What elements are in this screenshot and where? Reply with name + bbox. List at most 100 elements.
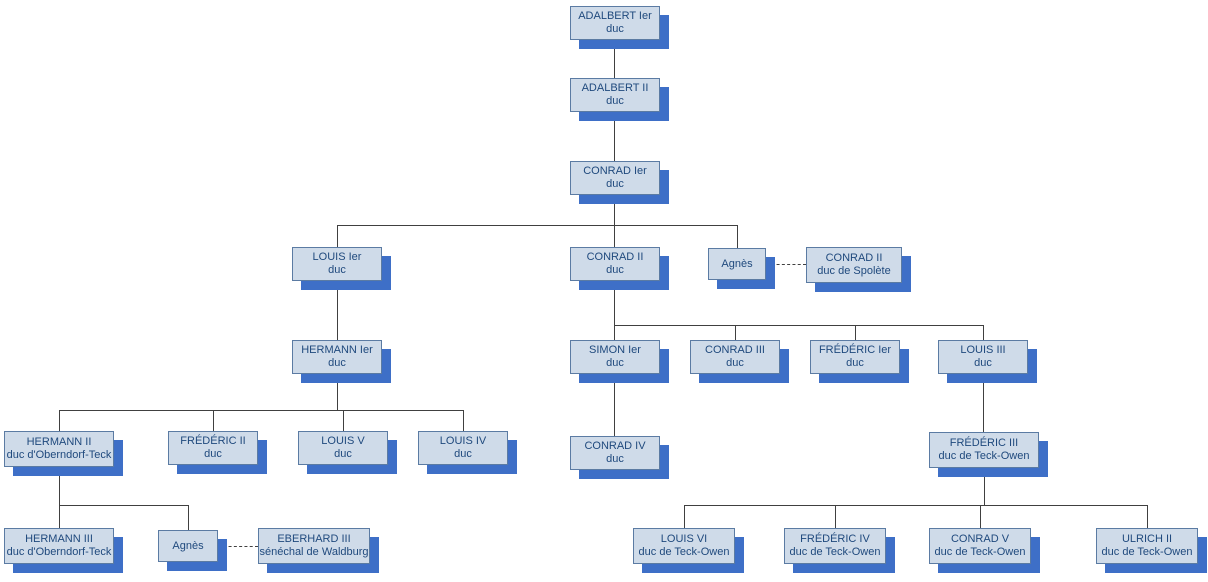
person-name: HERMANN II: [26, 436, 92, 448]
connector: [213, 410, 214, 431]
person-title: duc: [606, 453, 624, 465]
connector: [59, 505, 188, 506]
node-louis-1er: LOUIS Ier duc: [292, 247, 382, 281]
connector: [855, 325, 856, 340]
person-name: CONRAD V: [950, 533, 1010, 545]
person-name: HERMANN Ier: [301, 344, 373, 356]
person-title: duc: [328, 357, 346, 369]
person-name: FRÉDÉRIC IV: [800, 533, 870, 545]
person-title: duc de Teck-Owen: [938, 450, 1030, 462]
person-title: duc: [328, 264, 346, 276]
node-adalbert-1er: ADALBERT Ier duc: [570, 6, 660, 40]
node-louis-4: LOUIS IV duc: [418, 431, 508, 465]
connector: [614, 374, 615, 436]
person-title: duc de Teck-Owen: [1101, 546, 1193, 558]
person-name: ADALBERT Ier: [578, 10, 652, 22]
person-name: Agnès: [172, 539, 204, 552]
connector: [188, 505, 189, 530]
node-frederic-1er: FRÉDÉRIC Ier duc: [810, 340, 900, 374]
person-title: duc: [606, 23, 624, 35]
person-title: duc: [334, 448, 352, 460]
person-name: ULRICH II: [1121, 533, 1173, 545]
person-name: FRÉDÉRIC Ier: [818, 344, 892, 356]
node-ulrich-2: ULRICH II duc de Teck-Owen: [1096, 528, 1198, 564]
node-frederic-4: FRÉDÉRIC IV duc de Teck-Owen: [784, 528, 886, 564]
connector: [337, 225, 737, 226]
person-name: LOUIS III: [960, 344, 1006, 356]
person-name: LOUIS Ier: [312, 251, 362, 263]
person-name: SIMON Ier: [589, 344, 641, 356]
node-eberhard-3: EBERHARD III sénéchal de Waldburg: [258, 528, 370, 564]
person-name: LOUIS V: [321, 435, 365, 447]
person-title: duc d'Oberndorf-Teck: [6, 546, 112, 558]
connector: [684, 505, 685, 528]
person-title: duc: [726, 357, 744, 369]
person-name: CONRAD II: [586, 251, 644, 263]
connector: [983, 325, 984, 340]
person-name: CONRAD IV: [584, 440, 646, 452]
person-title: duc: [606, 95, 624, 107]
connector: [835, 505, 836, 528]
person-title: sénéchal de Waldburg: [259, 546, 369, 558]
node-louis-5: LOUIS V duc: [298, 431, 388, 465]
node-hermann-2: HERMANN II duc d'Oberndorf-Teck: [4, 431, 114, 467]
node-louis-6: LOUIS VI duc de Teck-Owen: [633, 528, 735, 564]
node-louis-3: LOUIS III duc: [938, 340, 1028, 374]
connector: [614, 281, 615, 340]
person-title: duc de Teck-Owen: [638, 546, 730, 558]
node-conrad-3: CONRAD III duc: [690, 340, 780, 374]
connector: [59, 505, 60, 528]
person-title: duc: [974, 357, 992, 369]
node-frederic-2: FRÉDÉRIC II duc: [168, 431, 258, 465]
person-title: duc: [204, 448, 222, 460]
person-title: duc: [454, 448, 472, 460]
connector: [614, 112, 615, 161]
connector: [614, 325, 983, 326]
person-name: LOUIS IV: [439, 435, 487, 447]
connector: [59, 410, 463, 411]
connector: [337, 225, 338, 247]
node-frederic-3: FRÉDÉRIC III duc de Teck-Owen: [929, 432, 1039, 468]
person-title: duc de Teck-Owen: [789, 546, 881, 558]
person-title: duc de Teck-Owen: [934, 546, 1026, 558]
node-conrad-4: CONRAD IV duc: [570, 436, 660, 470]
connector: [463, 410, 464, 431]
person-name: CONRAD Ier: [583, 165, 647, 177]
person-name: HERMANN III: [25, 533, 93, 545]
person-name: FRÉDÉRIC II: [180, 435, 246, 447]
person-title: duc d'Oberndorf-Teck: [6, 449, 112, 461]
node-adalbert-2: ADALBERT II duc: [570, 78, 660, 112]
person-title: duc: [606, 357, 624, 369]
person-name: Agnès: [721, 257, 753, 270]
node-agnes-1: Agnès: [708, 248, 766, 280]
connector: [980, 505, 981, 528]
node-simon-1er: SIMON Ier duc: [570, 340, 660, 374]
connector: [614, 40, 615, 78]
node-hermann-3: HERMANN III duc d'Oberndorf-Teck: [4, 528, 114, 564]
person-name: EBERHARD III: [277, 533, 351, 545]
connector: [614, 195, 615, 247]
person-title: duc: [606, 178, 624, 190]
connector: [59, 467, 60, 505]
connector: [684, 505, 1147, 506]
marriage-connector: [766, 264, 806, 265]
node-conrad-2-spolete: CONRAD II duc de Spolète: [806, 247, 902, 283]
node-conrad-2: CONRAD II duc: [570, 247, 660, 281]
node-hermann-1er: HERMANN Ier duc: [292, 340, 382, 374]
connector: [59, 410, 60, 431]
node-agnes-2: Agnès: [158, 530, 218, 562]
node-conrad-5: CONRAD V duc de Teck-Owen: [929, 528, 1031, 564]
person-name: ADALBERT II: [581, 82, 649, 94]
connector: [337, 281, 338, 340]
marriage-connector: [218, 546, 258, 547]
connector: [983, 374, 984, 432]
person-title: duc: [846, 357, 864, 369]
connector: [1147, 505, 1148, 528]
connector: [737, 225, 738, 248]
connector: [343, 410, 344, 431]
person-title: duc: [606, 264, 624, 276]
connector: [984, 468, 985, 505]
person-name: CONRAD II: [825, 252, 883, 264]
person-title: duc de Spolète: [817, 265, 891, 277]
